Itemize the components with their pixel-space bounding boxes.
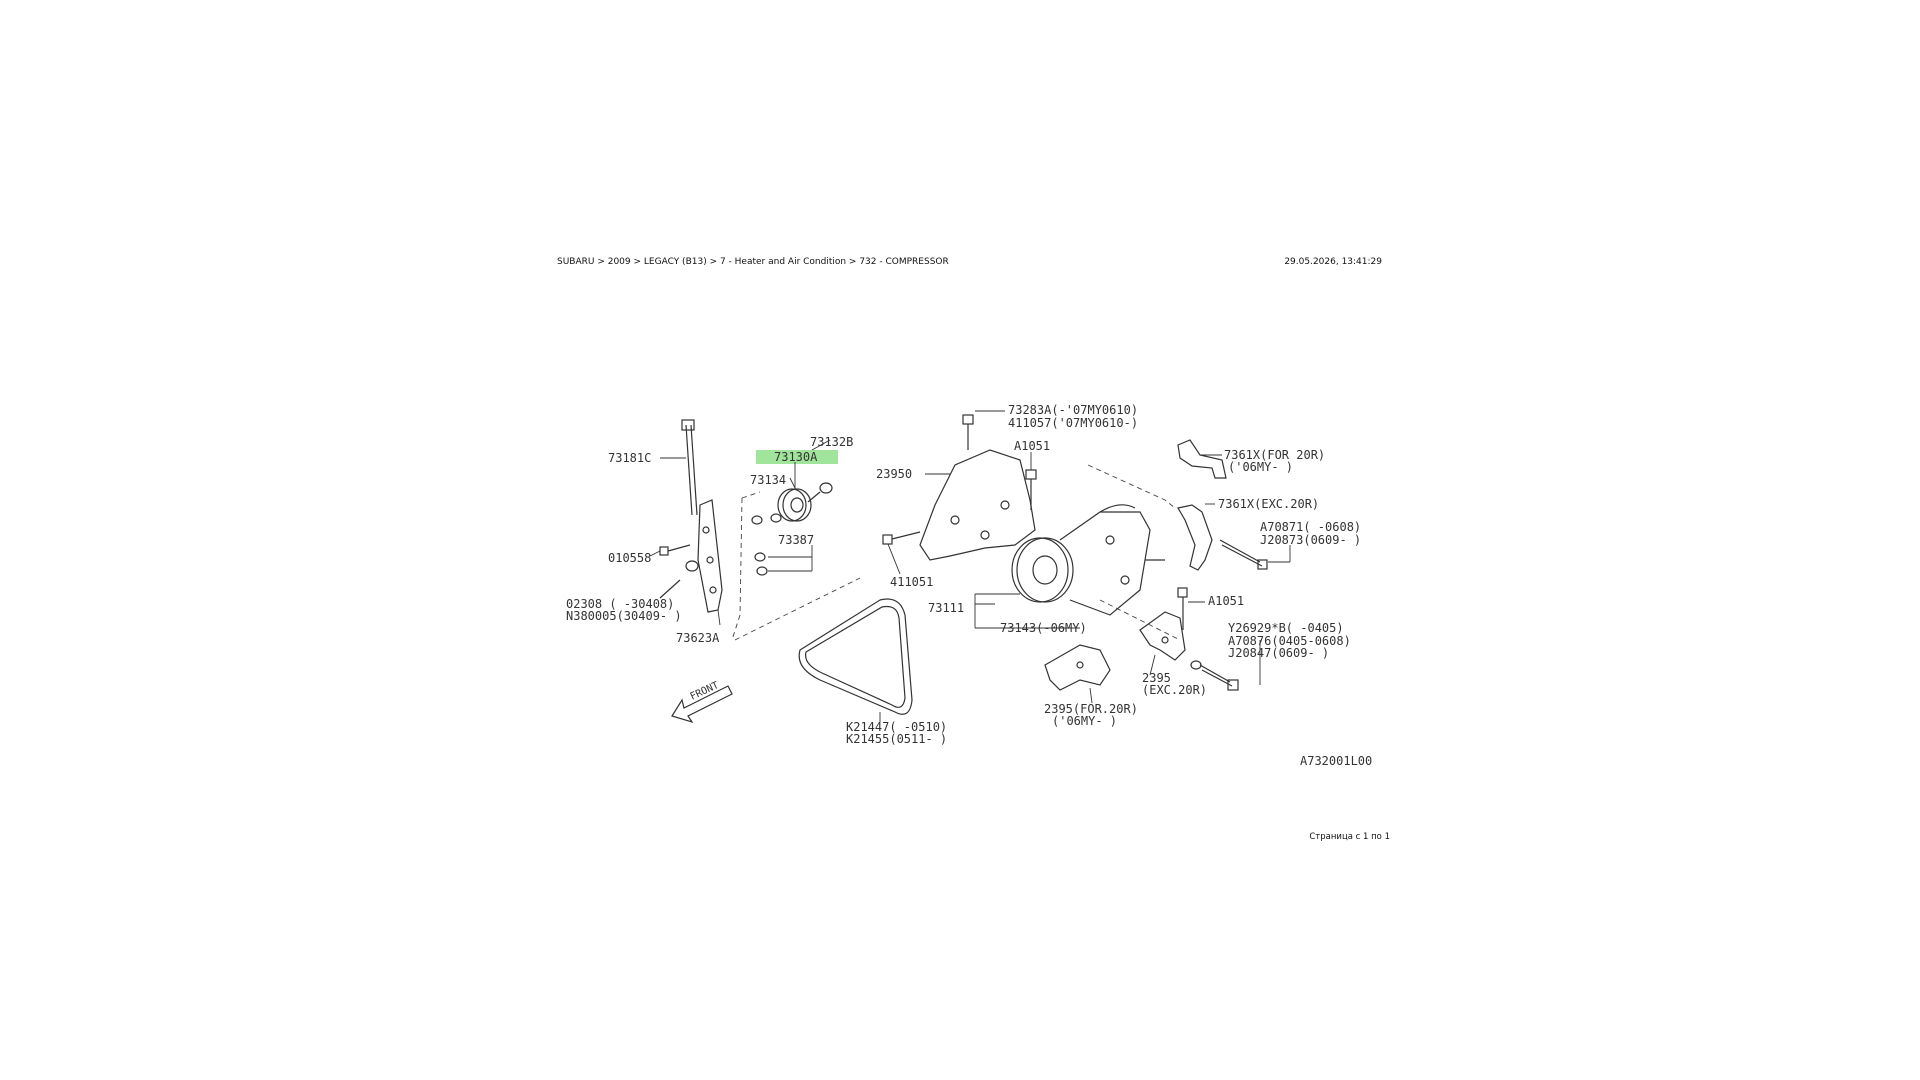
bracket-73623A	[697, 499, 723, 613]
bracket-23950	[919, 449, 1036, 561]
label-A70876[interactable]: A70876(0405-0608)	[1228, 634, 1351, 648]
label-2395-for20R-years: ('06MY- )	[1052, 714, 1117, 728]
bolt-A70871	[1219, 539, 1268, 570]
label-010558[interactable]: 010558	[608, 551, 651, 565]
label-2395-exc20R-note: (EXC.20R)	[1142, 683, 1207, 697]
label-73283A[interactable]: 73283A(-'07MY0610)	[1008, 403, 1138, 417]
label-A1051-top[interactable]: A1051	[1014, 439, 1050, 453]
label-411057[interactable]: 411057('07MY0610-)	[1008, 416, 1138, 430]
label-73132B[interactable]: 73132B	[810, 435, 853, 449]
bolt-73283A	[962, 414, 974, 450]
label-J20847[interactable]: J20847(0609- )	[1228, 646, 1329, 660]
label-7361X-for20R-years: ('06MY- )	[1228, 460, 1293, 474]
label-front: FRONT	[689, 680, 721, 703]
bracket-2395-for20R	[1044, 644, 1111, 691]
label-02308[interactable]: 02308 ( -30408)	[566, 597, 674, 611]
label-73130A[interactable]: 73130A	[774, 450, 818, 464]
label-Y26929[interactable]: Y26929*B( -0405)	[1228, 621, 1344, 635]
bracket-2395-exc20R	[1139, 611, 1186, 661]
label-73623A[interactable]: 73623A	[676, 631, 720, 645]
diagram-code: A732001L00	[1300, 754, 1372, 768]
front-arrow-icon	[671, 685, 733, 724]
label-J20873[interactable]: J20873(0609- )	[1260, 533, 1361, 547]
bolt-411051	[882, 531, 921, 545]
bolt-Y26929	[1190, 660, 1239, 691]
label-2395-for20R[interactable]: 2395(FOR.20R)	[1044, 702, 1138, 716]
label-7361X-for20R[interactable]: 7361X(FOR 20R)	[1224, 448, 1325, 462]
label-A1051-mid[interactable]: A1051	[1208, 594, 1244, 608]
label-K21455[interactable]: K21455(0511- )	[846, 732, 947, 746]
highlight-73130A	[756, 450, 838, 464]
bolt-73132B	[807, 482, 833, 503]
print-timestamp: 29.05.2026, 13:41:29	[1284, 257, 1382, 267]
bracket-7361X-exc20R	[1177, 504, 1213, 571]
label-7361X-exc20R[interactable]: 7361X(EXC.20R)	[1218, 497, 1319, 511]
nut-02308	[659, 560, 699, 599]
bolt-010558	[659, 544, 691, 556]
breadcrumb: SUBARU > 2009 > LEGACY (B13) > 7 - Heate…	[557, 257, 949, 267]
page-indicator: Страница с 1 по 1	[1309, 832, 1390, 842]
label-N380005[interactable]: N380005(30409- )	[566, 609, 682, 623]
label-73134[interactable]: 73134	[750, 473, 786, 487]
label-73387[interactable]: 73387	[778, 533, 814, 547]
label-2395-exc20R[interactable]: 2395	[1142, 671, 1171, 685]
label-23950[interactable]: 23950	[876, 467, 912, 481]
label-73143[interactable]: 73143(-06MY)	[1000, 621, 1087, 635]
label-73111[interactable]: 73111	[928, 601, 964, 615]
compressor-73111	[1011, 504, 1165, 616]
label-411051[interactable]: 411051	[890, 575, 933, 589]
washer-73134	[751, 513, 782, 525]
label-73181C[interactable]: 73181C	[608, 451, 651, 465]
long-bolt-73181C	[681, 419, 698, 516]
drive-belt-K21447	[798, 598, 913, 715]
label-K21447[interactable]: K21447( -0510)	[846, 720, 947, 734]
nuts-73387	[754, 545, 813, 576]
label-A70871[interactable]: A70871( -0608)	[1260, 520, 1361, 534]
idler-pulley-73130A	[777, 488, 812, 522]
bolt-A1051-mid	[1177, 587, 1188, 630]
bracket-7361X-for20R	[1177, 439, 1227, 479]
